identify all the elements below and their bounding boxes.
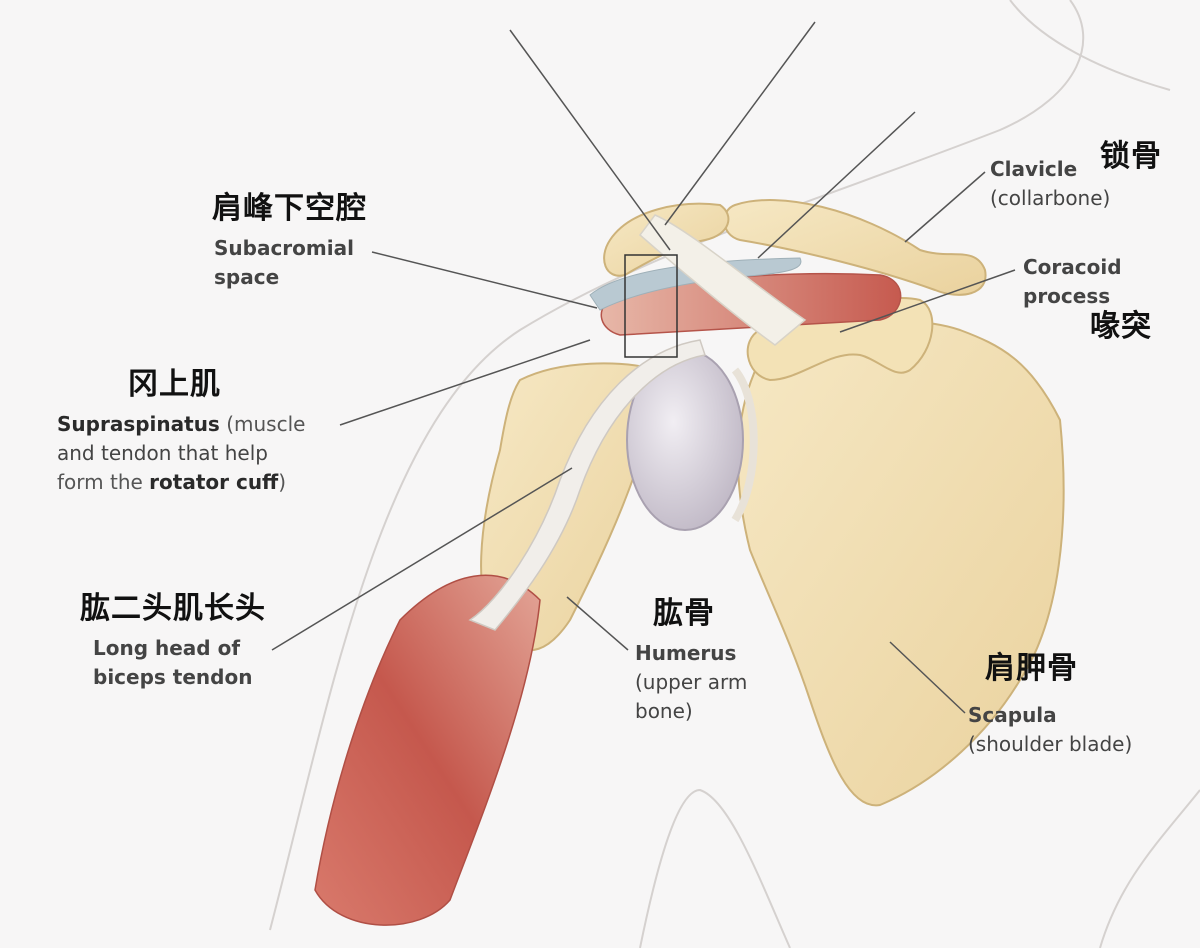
- coracoid-label-cn: 喙突: [1090, 309, 1152, 344]
- leader-humerus: [566, 596, 629, 651]
- subacromial-label-en-1: Subacromial: [214, 236, 354, 260]
- leader-top-mid: [757, 111, 916, 259]
- leader-biceps: [271, 467, 573, 651]
- humerus-label-en-2: (upper arm: [635, 670, 748, 694]
- humerus-label-cn: 肱骨: [653, 596, 715, 631]
- biceps-label-cn: 肱二头肌长头: [80, 591, 266, 626]
- leader-clavicle: [904, 171, 986, 243]
- leader-subacromial: [371, 251, 598, 309]
- chest-outline: [1099, 789, 1200, 948]
- humerus-label-en-1: Humerus: [635, 641, 737, 665]
- supraspinatus-note: (muscle: [219, 412, 306, 436]
- coracoid-label-en-1: Coracoid: [1023, 255, 1122, 279]
- leader-lines: [271, 21, 1016, 714]
- biceps-label-en-1: Long head of: [93, 636, 241, 660]
- supraspinatus-name: Supraspinatus: [57, 412, 220, 436]
- scapula-shape: [737, 320, 1065, 807]
- clavicle-label-cn: 锁骨: [1100, 139, 1162, 174]
- subacromial-bursa: [589, 257, 802, 311]
- leader-top-left: [509, 29, 671, 251]
- subacromial-label-en-2: space: [214, 265, 280, 289]
- clavicle-label-en-2: (collarbone): [990, 186, 1111, 210]
- scapula-label-cn: 肩胛骨: [985, 651, 1078, 686]
- leader-top-right: [664, 21, 816, 226]
- glenoid-rim: [731, 367, 758, 523]
- supraspinatus-label-en-2: and tendon that help: [57, 441, 268, 465]
- body-outline: [269, 0, 1085, 931]
- leader-coracoid: [839, 269, 1016, 333]
- biceps-label-en-2: biceps tendon: [93, 665, 253, 689]
- scapula-label-en-2: (shoulder blade): [968, 732, 1133, 756]
- scapula-label-en-1: Scapula: [968, 703, 1057, 727]
- supraspinatus-label-cn: 冈上肌: [128, 367, 221, 402]
- clavicle-shape: [723, 199, 987, 296]
- supraspinatus-close: ): [278, 470, 287, 494]
- neck-outline: [1009, 0, 1171, 91]
- subacromial-space-box: [624, 254, 678, 358]
- supraspinatus-label-en-3: form the rotator cuff): [57, 470, 286, 495]
- torso-outline: [639, 788, 791, 948]
- coracoacromial-ligament: [638, 214, 807, 346]
- rotator-cuff-term: rotator cuff: [149, 470, 279, 494]
- biceps-tendon: [468, 339, 706, 631]
- leader-scapula: [889, 641, 966, 714]
- leader-supraspinatus: [339, 339, 591, 426]
- subacromial-label-cn: 肩峰下空腔: [212, 191, 367, 226]
- supraspinatus-label-en-1: Supraspinatus (muscle: [57, 412, 305, 437]
- coracoid-label-en-2: process: [1023, 284, 1111, 308]
- clavicle-label-en-1: Clavicle: [990, 157, 1078, 181]
- supraspinatus-pre: form the: [57, 470, 150, 494]
- humerus-label-en-3: bone): [635, 699, 693, 723]
